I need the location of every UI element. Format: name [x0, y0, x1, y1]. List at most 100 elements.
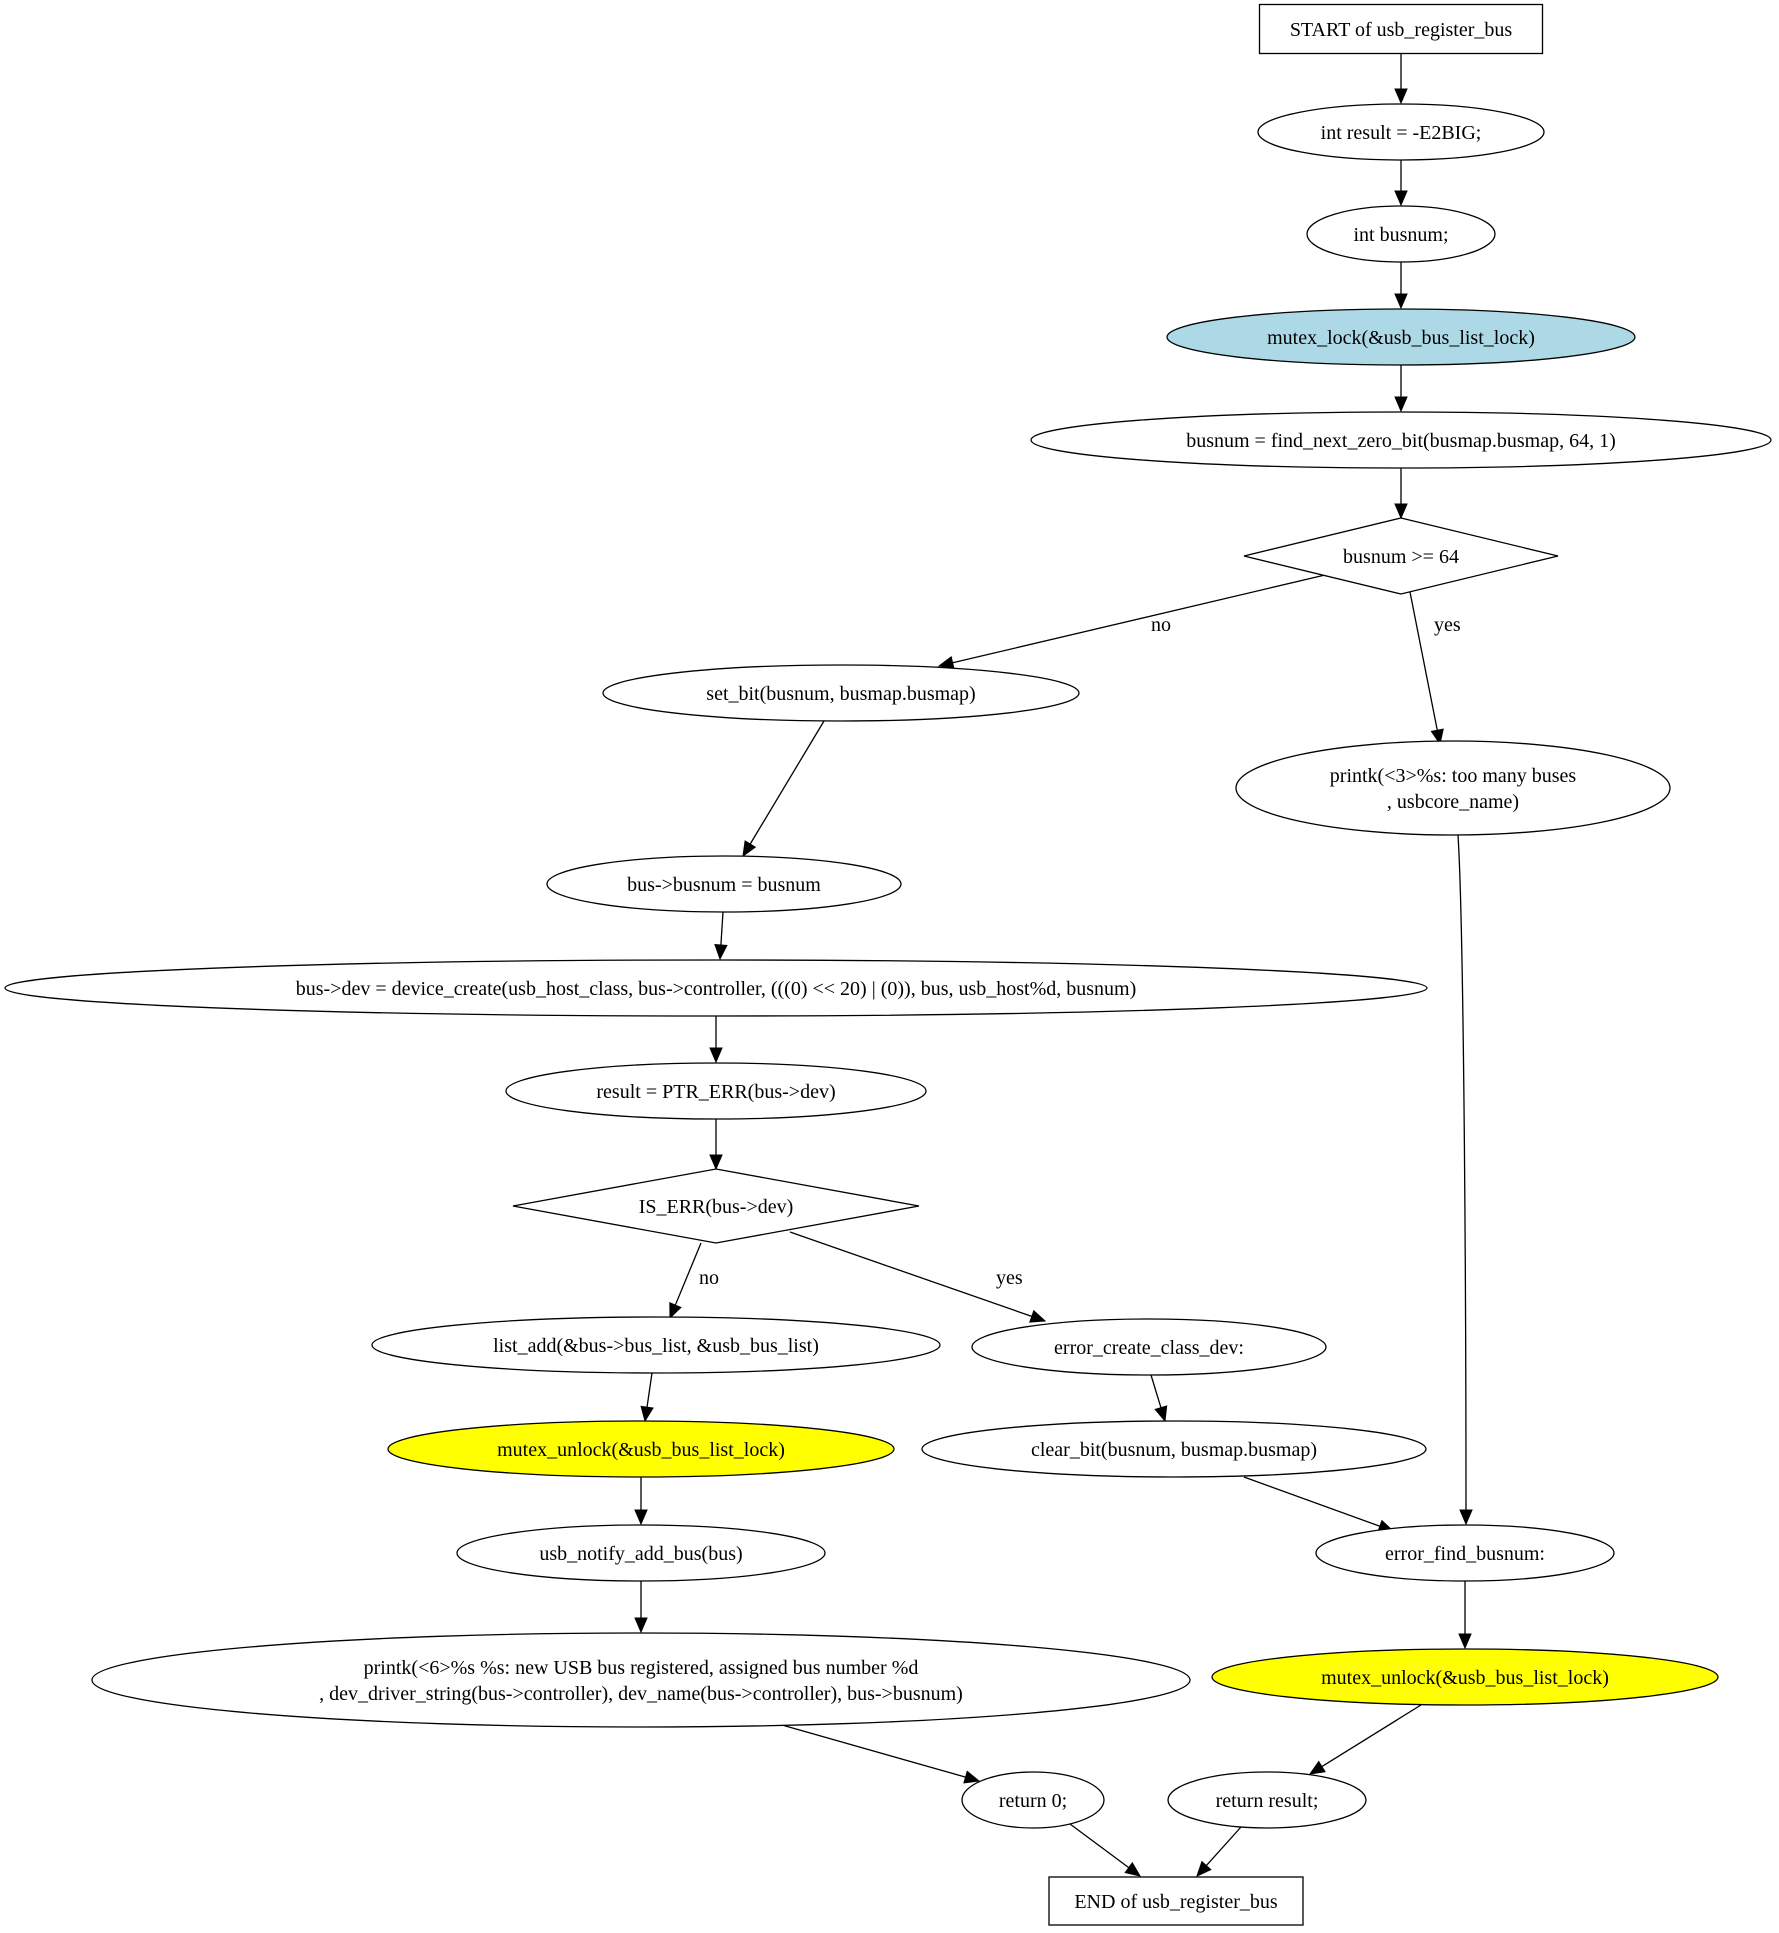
node-start: START of usb_register_bus — [1258, 3, 1544, 55]
edge-line — [720, 911, 724, 946]
edge-line — [646, 1372, 653, 1408]
node-set-bit: set_bit(busnum, busmap.busmap) — [602, 664, 1080, 722]
node-int-busnum: int busnum; — [1306, 205, 1496, 263]
node-clear-bit: clear_bit(busnum, busmap.busmap) — [921, 1420, 1427, 1478]
ellipse-shape — [602, 664, 1080, 722]
edge-ptr_err-to-cond_is_err — [709, 1119, 723, 1171]
edge-notify-to-printk_new — [634, 1581, 648, 1634]
arrowhead — [1124, 1861, 1142, 1877]
edge-line — [789, 1231, 1032, 1318]
arrowhead — [1394, 396, 1408, 413]
node-label: busnum = find_next_zero_bit(busmap.busma… — [1186, 430, 1616, 452]
node-cond-is-err: IS_ERR(bus->dev) — [512, 1168, 920, 1244]
edge-line — [1457, 834, 1467, 1511]
arrowhead — [669, 1302, 682, 1320]
arrowhead — [742, 840, 757, 858]
ellipse-shape — [4, 959, 1428, 1017]
edge-err_find_label-to-mutex_unlock_2 — [1458, 1581, 1472, 1650]
node-label: return 0; — [999, 1790, 1067, 1812]
node-device-create: bus->dev = device_create(usb_host_class,… — [4, 959, 1428, 1017]
node-label: usb_notify_add_bus(bus) — [539, 1543, 742, 1565]
edge-find_bit-to-cond_busnum — [1394, 468, 1408, 520]
arrowhead — [1394, 190, 1408, 207]
edge-line — [1150, 1374, 1162, 1408]
decision-shape — [1243, 517, 1559, 595]
ellipse-shape — [1211, 1648, 1719, 1706]
edge-clear_bit-to-err_find_label — [1243, 1476, 1395, 1533]
node-bus-busnum: bus->busnum = busnum — [546, 855, 902, 913]
edge-bus_busnum-to-device_create — [714, 911, 728, 961]
node-err-create-label: error_create_class_dev: — [971, 1318, 1327, 1376]
node-notify: usb_notify_add_bus(bus) — [456, 1524, 826, 1582]
edge-printk_many-to-err_find_label — [1457, 834, 1473, 1526]
node-label: busnum >= 64 — [1343, 546, 1459, 568]
ellipse-shape — [505, 1062, 927, 1120]
edge-cond_busnum-to-set_bit: no — [937, 574, 1326, 670]
edge-line — [674, 1242, 702, 1306]
node-label: END of usb_register_bus — [1074, 1891, 1278, 1913]
node-return-0: return 0; — [961, 1771, 1105, 1829]
node-int-result: int result = -E2BIG; — [1257, 103, 1545, 161]
edge-start-to-int_result — [1394, 54, 1408, 105]
node-label: error_find_busnum: — [1385, 1543, 1545, 1565]
edge-printk_new-to-return_0 — [781, 1724, 981, 1784]
node-cond-busnum: busnum >= 64 — [1243, 517, 1559, 595]
edge-err_create_label-to-clear_bit — [1150, 1374, 1168, 1423]
arrowhead — [640, 1405, 654, 1423]
edge-cond_busnum-to-printk_many: yes — [1409, 591, 1461, 746]
edge-cond_is_err-to-err_create_label: yes — [789, 1231, 1047, 1323]
ellipse-shape — [546, 855, 902, 913]
arrowhead — [1394, 503, 1408, 520]
edge-label-no: no — [699, 1267, 719, 1289]
node-label: clear_bit(busnum, busmap.busmap) — [1031, 1439, 1317, 1461]
ellipse-shape — [1306, 205, 1496, 263]
ellipse-shape — [1167, 1771, 1367, 1829]
arrowhead — [1196, 1860, 1212, 1877]
edge-label-yes: yes — [1434, 614, 1461, 636]
node-label: int busnum; — [1353, 224, 1448, 246]
arrowhead — [1458, 1633, 1472, 1650]
node-label: mutex_unlock(&usb_bus_list_lock) — [497, 1439, 785, 1461]
node-label: , usbcore_name) — [1387, 791, 1519, 813]
edge-cond_is_err-to-list_add: no — [669, 1242, 719, 1320]
ellipse-shape — [91, 1632, 1191, 1728]
node-label: set_bit(busnum, busmap.busmap) — [706, 683, 975, 705]
node-mutex-lock: mutex_lock(&usb_bus_list_lock) — [1166, 308, 1636, 366]
node-return-result: return result; — [1167, 1771, 1367, 1829]
node-label: bus->dev = device_create(usb_host_class,… — [296, 978, 1137, 1000]
edge-label-yes: yes — [996, 1267, 1023, 1289]
arrowhead — [1459, 1509, 1473, 1526]
box-shape — [1048, 1876, 1304, 1926]
ellipse-shape — [1257, 103, 1545, 161]
ellipse-shape — [1166, 308, 1636, 366]
node-label: printk(<3>%s: too many buses — [1330, 765, 1577, 787]
edge-label-no: no — [1151, 614, 1171, 636]
ellipse-shape — [971, 1318, 1327, 1376]
node-label: START of usb_register_bus — [1290, 19, 1513, 41]
ellipse-shape — [371, 1316, 941, 1374]
node-label: int result = -E2BIG; — [1321, 122, 1482, 144]
arrowhead — [937, 656, 955, 670]
edge-mutex_unlock_1-to-notify — [634, 1477, 648, 1526]
node-printk-new: printk(<6>%s %s: new USB bus registered,… — [91, 1632, 1191, 1728]
node-label: error_create_class_dev: — [1054, 1337, 1244, 1359]
node-label: IS_ERR(bus->dev) — [639, 1196, 794, 1218]
arrowhead — [634, 1509, 648, 1526]
edge-line — [1205, 1826, 1242, 1867]
arrowhead — [1430, 728, 1444, 746]
node-mutex-unlock-1: mutex_unlock(&usb_bus_list_lock) — [387, 1420, 895, 1478]
edge-line — [1321, 1704, 1422, 1768]
arrowhead — [709, 1047, 723, 1064]
node-label: , dev_driver_string(bus->controller), de… — [319, 1683, 963, 1705]
edge-line — [781, 1724, 966, 1778]
node-label: bus->busnum = busnum — [627, 874, 821, 896]
arrowhead — [1394, 293, 1408, 310]
node-label: return result; — [1216, 1790, 1319, 1812]
decision-shape — [512, 1168, 920, 1244]
arrowhead — [963, 1770, 981, 1784]
arrowhead — [1394, 88, 1408, 105]
arrowhead — [714, 944, 728, 961]
node-find-bit: busnum = find_next_zero_bit(busmap.busma… — [1030, 411, 1772, 469]
node-mutex-unlock-2: mutex_unlock(&usb_bus_list_lock) — [1211, 1648, 1719, 1706]
